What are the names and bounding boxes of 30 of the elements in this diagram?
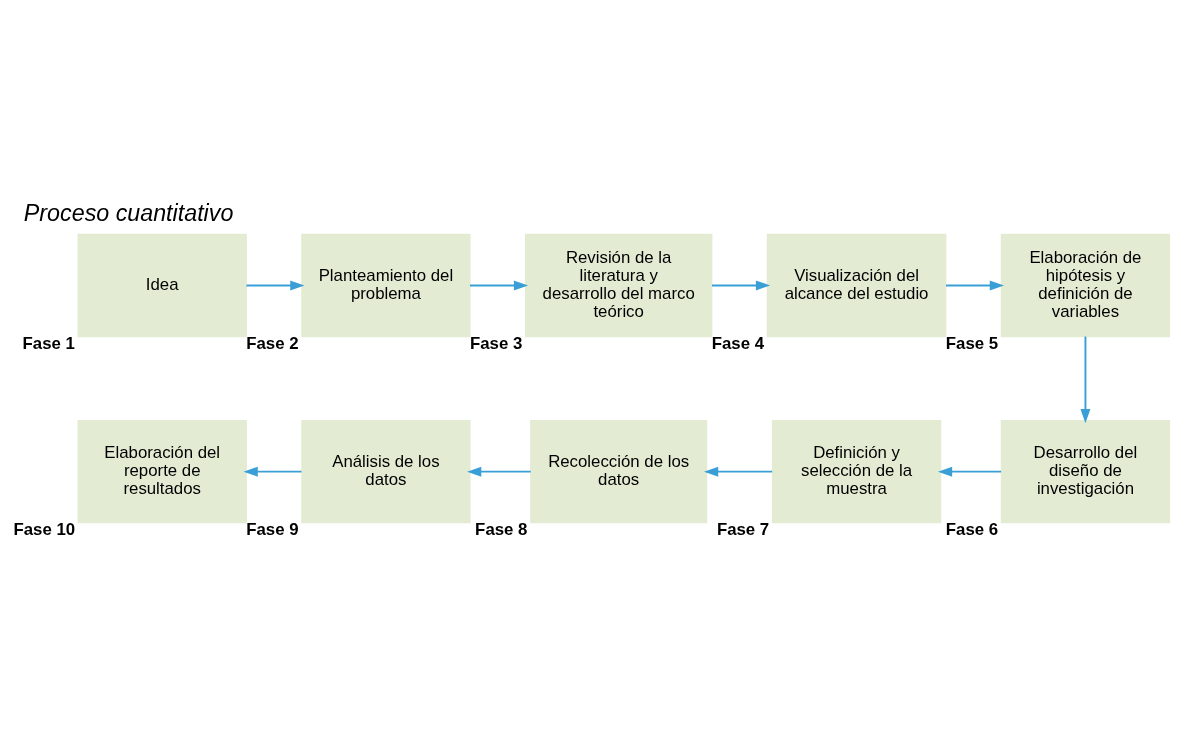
node-label: Fase 6 xyxy=(945,519,999,539)
arrow xyxy=(1080,335,1091,423)
node-label: Fase 10 xyxy=(13,519,76,539)
node-box: Desarrollo del diseño de investigación xyxy=(1000,419,1171,523)
node-box: Idea xyxy=(77,233,247,337)
diagram-title: Proceso cuantitativo xyxy=(23,199,234,226)
node-label: Fase 5 xyxy=(945,333,999,353)
node-box: Análisis de los datos xyxy=(301,419,471,523)
node-box: Elaboración de hipótesis y definición de variables xyxy=(1000,233,1171,337)
node-box: Planteamiento del problema xyxy=(301,233,471,337)
node-label: Fase 2 xyxy=(246,333,299,353)
arrow xyxy=(469,279,529,290)
node-box: Recolección de los datos xyxy=(530,419,708,523)
arrow xyxy=(467,466,532,477)
arrow xyxy=(243,466,303,477)
node-label: Fase 7 xyxy=(716,519,770,539)
node-label: Fase 4 xyxy=(711,333,765,353)
node-box: Visualización del alcance del estudio xyxy=(766,233,947,337)
arrow xyxy=(245,279,305,290)
node-box: Definición y selección de la muestra xyxy=(771,419,942,523)
arrow xyxy=(937,466,1003,477)
node-label: Fase 3 xyxy=(469,333,523,353)
node-label: Fase 1 xyxy=(22,333,75,353)
arrow xyxy=(703,466,774,477)
node-label: Fase 8 xyxy=(475,519,528,539)
arrow xyxy=(711,279,771,290)
arrow xyxy=(945,279,1004,290)
node-label: Fase 9 xyxy=(246,519,299,539)
node-box: Revisión de la literatura y desarrollo del marco teórico xyxy=(524,233,713,337)
node-box: Elaboración del reporte de resultados xyxy=(77,419,247,523)
